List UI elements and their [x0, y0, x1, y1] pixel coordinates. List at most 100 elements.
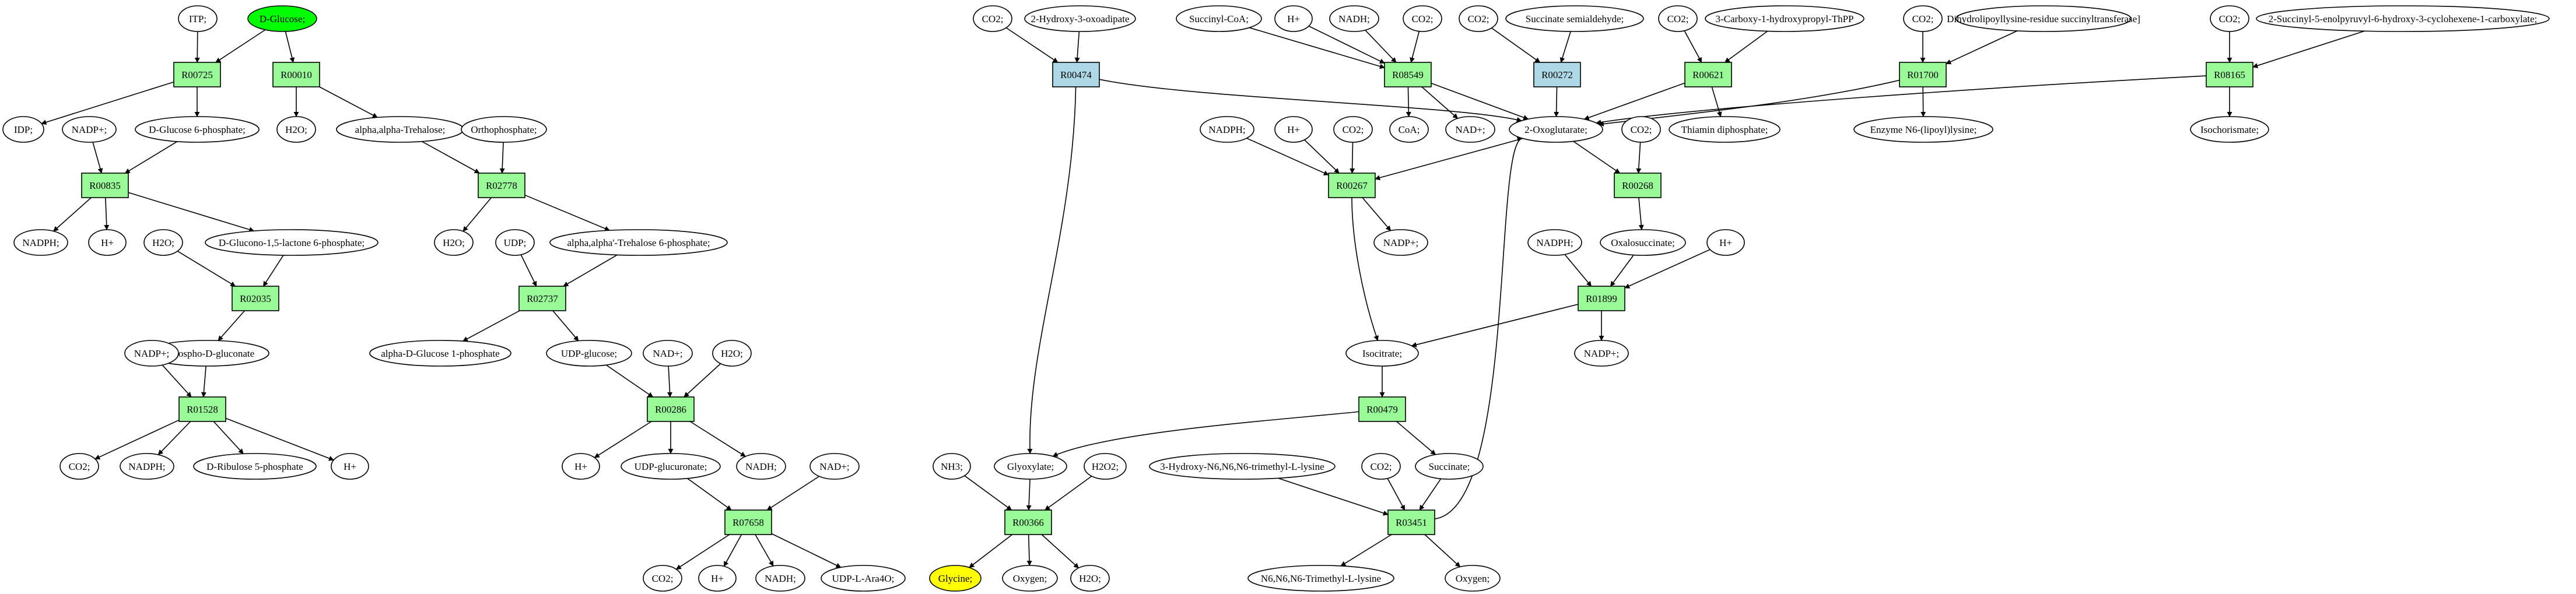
reaction-node-r02778[interactable]: R02778 — [478, 173, 525, 198]
compound-node-nadh-2[interactable]: NADH; — [755, 565, 805, 592]
compound-node-trehalose-6p[interactable]: alpha,alpha'-Trehalose 6-phosphate; — [549, 229, 728, 256]
compound-node-hplus-1[interactable]: H+ — [88, 229, 127, 256]
compound-node-itp[interactable]: ITP; — [178, 5, 218, 32]
reaction-node-r07658[interactable]: R07658 — [724, 509, 772, 535]
reaction-node-r00474[interactable]: R00474 — [1052, 62, 1100, 87]
compound-node-nadp-4[interactable]: NAD+; — [809, 453, 860, 480]
compound-node-nadph-3[interactable]: NADPH; — [1200, 116, 1254, 143]
compound-node-co2-9[interactable]: CO2; — [1333, 116, 1373, 143]
compound-node-dihydrolipoyllysine[interactable]: Dihydrolipoyllysine-residue succinyltran… — [1947, 5, 2140, 32]
compound-node-h2o-2[interactable]: H2O; — [143, 229, 183, 256]
compound-node-g6p[interactable]: D-Glucose 6-phosphate; — [135, 116, 260, 143]
compound-node-nadph-4[interactable]: NADPH; — [1527, 229, 1582, 256]
compound-node-succinyl-enolpyruvyl[interactable]: 2-Succinyl-5-enolpyruvyl-6-hydroxy-3-cyc… — [2256, 5, 2550, 32]
compound-node-udp[interactable]: UDP; — [495, 229, 535, 256]
compound-node-co2-1[interactable]: CO2; — [59, 453, 99, 480]
compound-node-h2o-5[interactable]: H2O; — [1070, 565, 1110, 592]
compound-node-co2-8[interactable]: CO2; — [2210, 5, 2249, 32]
reaction-node-r00479[interactable]: R00479 — [1358, 396, 1406, 422]
compound-node-co2-6[interactable]: CO2; — [1658, 5, 1698, 32]
compound-node-udp-ara4o[interactable]: UDP-L-Ara4O; — [821, 565, 906, 592]
compound-node-nadpp-1[interactable]: NADP+; — [62, 116, 117, 143]
reaction-node-r01528[interactable]: R01528 — [178, 396, 226, 422]
compound-node-succinyl-coa[interactable]: Succinyl-CoA; — [1176, 5, 1262, 32]
compound-node-tml[interactable]: N6,N6,N6-Trimethyl-L-lysine — [1247, 565, 1394, 592]
reaction-node-r00621[interactable]: R00621 — [1684, 62, 1732, 87]
compound-node-hplus-3[interactable]: H+ — [562, 453, 600, 480]
compound-node-glycine[interactable]: Glycine; — [929, 565, 982, 592]
compound-node-isochorismate[interactable]: Isochorismate; — [2190, 116, 2269, 143]
compound-label: NADPH; — [1536, 237, 1573, 248]
compound-node-orthophosphate[interactable]: Orthophosphate; — [461, 116, 547, 143]
compound-node-udp-glucuronate[interactable]: UDP-glucuronate; — [621, 453, 721, 480]
reaction-node-r00268[interactable]: R00268 — [1614, 173, 1662, 198]
compound-ellipse — [1373, 229, 1428, 256]
compound-node-hydroxy-tml[interactable]: 3-Hydroxy-N6,N6,N6-trimethyl-L-lysine — [1149, 453, 1336, 480]
compound-ellipse — [276, 116, 316, 143]
compound-node-isocitrate[interactable]: Isocitrate; — [1345, 340, 1419, 367]
compound-node-nadh-3[interactable]: NADH; — [1329, 5, 1379, 32]
compound-node-nh3[interactable]: NH3; — [933, 453, 971, 480]
compound-node-glyoxylate[interactable]: Glyoxylate; — [994, 453, 1067, 480]
reaction-node-r03451[interactable]: R03451 — [1387, 509, 1435, 535]
compound-node-nadp-3[interactable]: NAD+; — [643, 340, 693, 367]
compound-node-ribulose[interactable]: D-Ribulose 5-phosphate — [193, 453, 317, 480]
compound-node-h2o-3[interactable]: H2O; — [434, 229, 474, 256]
compound-node-coa[interactable]: CoA; — [1389, 116, 1429, 143]
reaction-node-r02737[interactable]: R02737 — [518, 286, 566, 311]
reaction-node-r01700[interactable]: R01700 — [1899, 62, 1947, 87]
reaction-node-r08165[interactable]: R08165 — [2206, 62, 2253, 87]
reaction-node-r00725[interactable]: R00725 — [173, 62, 221, 87]
reaction-node-r01899[interactable]: R01899 — [1578, 286, 1625, 311]
compound-node-co2-2[interactable]: CO2; — [643, 565, 682, 592]
compound-node-oxygen-1[interactable]: Oxygen; — [1002, 565, 1058, 592]
compound-node-co2-3[interactable]: CO2; — [973, 5, 1012, 32]
compound-node-d-glucose[interactable]: D-Glucose; — [247, 5, 317, 32]
compound-node-co2-4[interactable]: CO2; — [1403, 5, 1442, 32]
compound-node-nadpp-7[interactable]: NADP+; — [1574, 340, 1629, 367]
compound-ellipse — [2190, 116, 2269, 143]
compound-node-hydroxy-oxoadipate[interactable]: 2-Hydroxy-3-oxoadipate — [1024, 5, 1136, 32]
compound-node-succinate[interactable]: Succinate; — [1415, 453, 1484, 480]
reaction-node-r00366[interactable]: R00366 — [1004, 509, 1052, 535]
reaction-node-r00286[interactable]: R00286 — [647, 396, 695, 422]
compound-node-succinate-semialdehyde[interactable]: Succinate semialdehyde; — [1505, 5, 1644, 32]
compound-node-glucono-lactone[interactable]: D-Glucono-1,5-lactone 6-phosphate; — [205, 229, 378, 256]
compound-node-hplus-6[interactable]: H+ — [1274, 116, 1313, 143]
compound-node-hplus-7[interactable]: H+ — [1706, 229, 1745, 256]
compound-node-nadph-2[interactable]: NADPH; — [120, 453, 174, 480]
edge-glyoxylate-to-r00366 — [1026, 479, 1032, 511]
compound-node-hplus-4[interactable]: H+ — [698, 565, 737, 592]
compound-node-thiamin-diphosphate[interactable]: Thiamin diphosphate; — [1669, 116, 1781, 143]
compound-node-oxygen-2[interactable]: Oxygen; — [1445, 565, 1501, 592]
compound-node-nadph-1[interactable]: NADPH; — [13, 229, 68, 256]
compound-node-udp-glucose[interactable]: UDP-glucose; — [546, 340, 632, 367]
compound-node-hplus-5[interactable]: H+ — [1274, 5, 1313, 32]
compound-node-h2o-1[interactable]: H2O; — [276, 116, 316, 143]
compound-node-alpha-g1p[interactable]: alpha-D-Glucose 1-phosphate — [369, 340, 511, 367]
reaction-node-r00010[interactable]: R00010 — [272, 62, 320, 87]
reaction-node-r00267[interactable]: R00267 — [1328, 173, 1376, 198]
reaction-node-r02035[interactable]: R02035 — [232, 286, 279, 311]
compound-node-trehalose[interactable]: alpha,alpha-Trehalose; — [336, 116, 464, 143]
compound-node-co2-5[interactable]: CO2; — [1459, 5, 1498, 32]
compound-node-carboxy-hpt[interactable]: 3-Carboxy-1-hydroxypropyl-ThPP — [1705, 5, 1864, 32]
compound-node-nadh-1[interactable]: NADH; — [736, 453, 786, 480]
compound-node-nadpp-6[interactable]: NADP+; — [1373, 229, 1428, 256]
compound-node-nadp-5[interactable]: NAD+; — [1445, 116, 1495, 143]
compound-node-oxoglutarate[interactable]: 2-Oxoglutarate; — [1509, 116, 1603, 143]
reaction-node-r00835[interactable]: R00835 — [81, 173, 129, 198]
reaction-node-r00272[interactable]: R00272 — [1533, 62, 1581, 87]
compound-node-h2o-4[interactable]: H2O; — [712, 340, 752, 367]
compound-node-oxalosuccinate[interactable]: Oxalosuccinate; — [1600, 229, 1686, 256]
compound-node-idp[interactable]: IDP; — [2, 116, 44, 143]
compound-node-co2-7[interactable]: CO2; — [1903, 5, 1943, 32]
reaction-node-r08549[interactable]: R08549 — [1384, 62, 1432, 87]
compound-node-phosphogluconate[interactable]: 6-Phospho-D-gluconate — [145, 340, 269, 367]
compound-node-hplus-2[interactable]: H+ — [331, 453, 369, 480]
compound-node-co2-11[interactable]: CO2; — [1361, 453, 1401, 480]
compound-node-nadpp-2[interactable]: NADP+; — [124, 340, 179, 367]
compound-node-enzyme-lipoyllysine[interactable]: Enzyme N6-(lipoyl)lysine; — [1853, 116, 1993, 143]
compound-node-h2o2[interactable]: H2O2; — [1084, 453, 1127, 480]
compound-node-co2-10[interactable]: CO2; — [1621, 116, 1661, 143]
